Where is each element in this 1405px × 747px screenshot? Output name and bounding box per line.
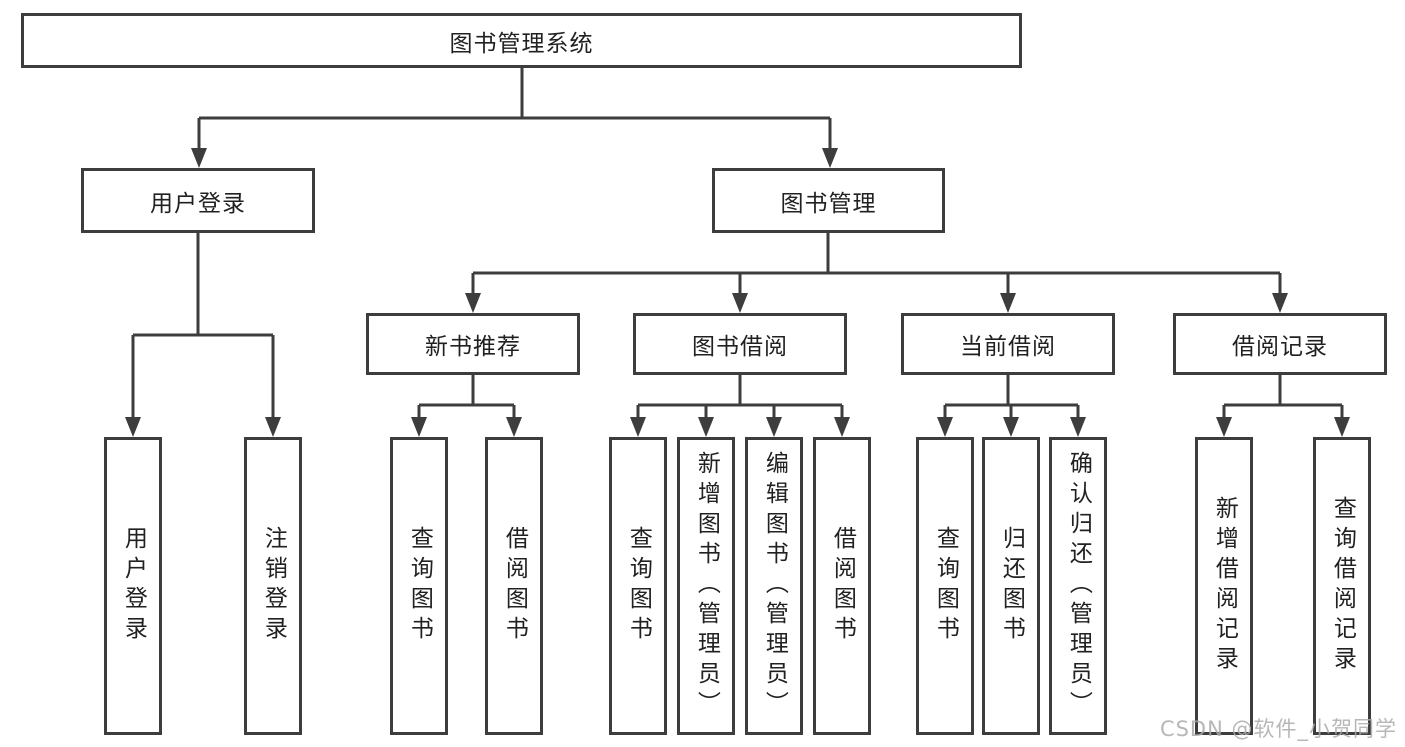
node-label: 当前借阅 (960, 334, 1056, 360)
leaf-borrow-books: 借阅图书 (813, 437, 871, 735)
leaf-query-books-borrow: 查询图书 (609, 437, 667, 735)
node-new-book-recommend: 新书推荐 (366, 313, 580, 375)
leaf-label: 查询图书 (406, 526, 433, 646)
leaf-label: 归还图书 (998, 526, 1025, 646)
leaf-user-login: 用户登录 (104, 437, 162, 735)
leaf-add-borrow-record: 新增借阅记录 (1195, 437, 1253, 735)
leaf-return-book: 归还图书 (982, 437, 1040, 735)
leaf-label: 借阅图书 (829, 526, 856, 646)
node-label: 新书推荐 (425, 334, 521, 360)
leaf-label: 注销登录 (260, 526, 287, 646)
leaf-logout: 注销登录 (244, 437, 302, 735)
leaf-label: 用户登录 (120, 526, 147, 646)
leaf-label: 新增图书（管理员） (693, 451, 720, 721)
leaf-label: 借阅图书 (501, 526, 528, 646)
leaf-label: 查询借阅记录 (1329, 496, 1356, 676)
node-label: 借阅记录 (1232, 334, 1328, 360)
leaf-borrow-books-recommend: 借阅图书 (485, 437, 543, 735)
leaf-query-books-recommend: 查询图书 (390, 437, 448, 735)
node-label: 图书管理系统 (449, 30, 594, 57)
leaf-query-borrow-record: 查询借阅记录 (1313, 437, 1371, 735)
node-label: 图书借阅 (692, 334, 788, 360)
leaf-label: 新增借阅记录 (1211, 496, 1238, 676)
node-user-login: 用户登录 (81, 168, 315, 233)
leaf-label: 查询图书 (625, 526, 652, 646)
arrowheads (125, 148, 1350, 437)
leaf-add-book-admin: 新增图书（管理员） (677, 437, 735, 735)
leaf-label: 确认归还（管理员） (1065, 451, 1092, 721)
leaf-query-books-current: 查询图书 (916, 437, 974, 735)
leaf-confirm-return-admin: 确认归还（管理员） (1049, 437, 1107, 735)
node-book-management: 图书管理 (712, 168, 945, 233)
node-current-borrow: 当前借阅 (901, 313, 1115, 375)
leaf-label: 查询图书 (932, 526, 959, 646)
node-label: 图书管理 (780, 190, 877, 217)
node-borrow-records: 借阅记录 (1173, 313, 1387, 375)
leaf-label: 编辑图书（管理员） (761, 451, 788, 721)
node-book-borrow: 图书借阅 (633, 313, 847, 375)
watermark-text: CSDN @软件_小贺同学 (1159, 717, 1397, 741)
node-label: 用户登录 (150, 190, 246, 217)
node-library-system: 图书管理系统 (21, 13, 1022, 68)
leaf-edit-book-admin: 编辑图书（管理员） (745, 437, 803, 735)
